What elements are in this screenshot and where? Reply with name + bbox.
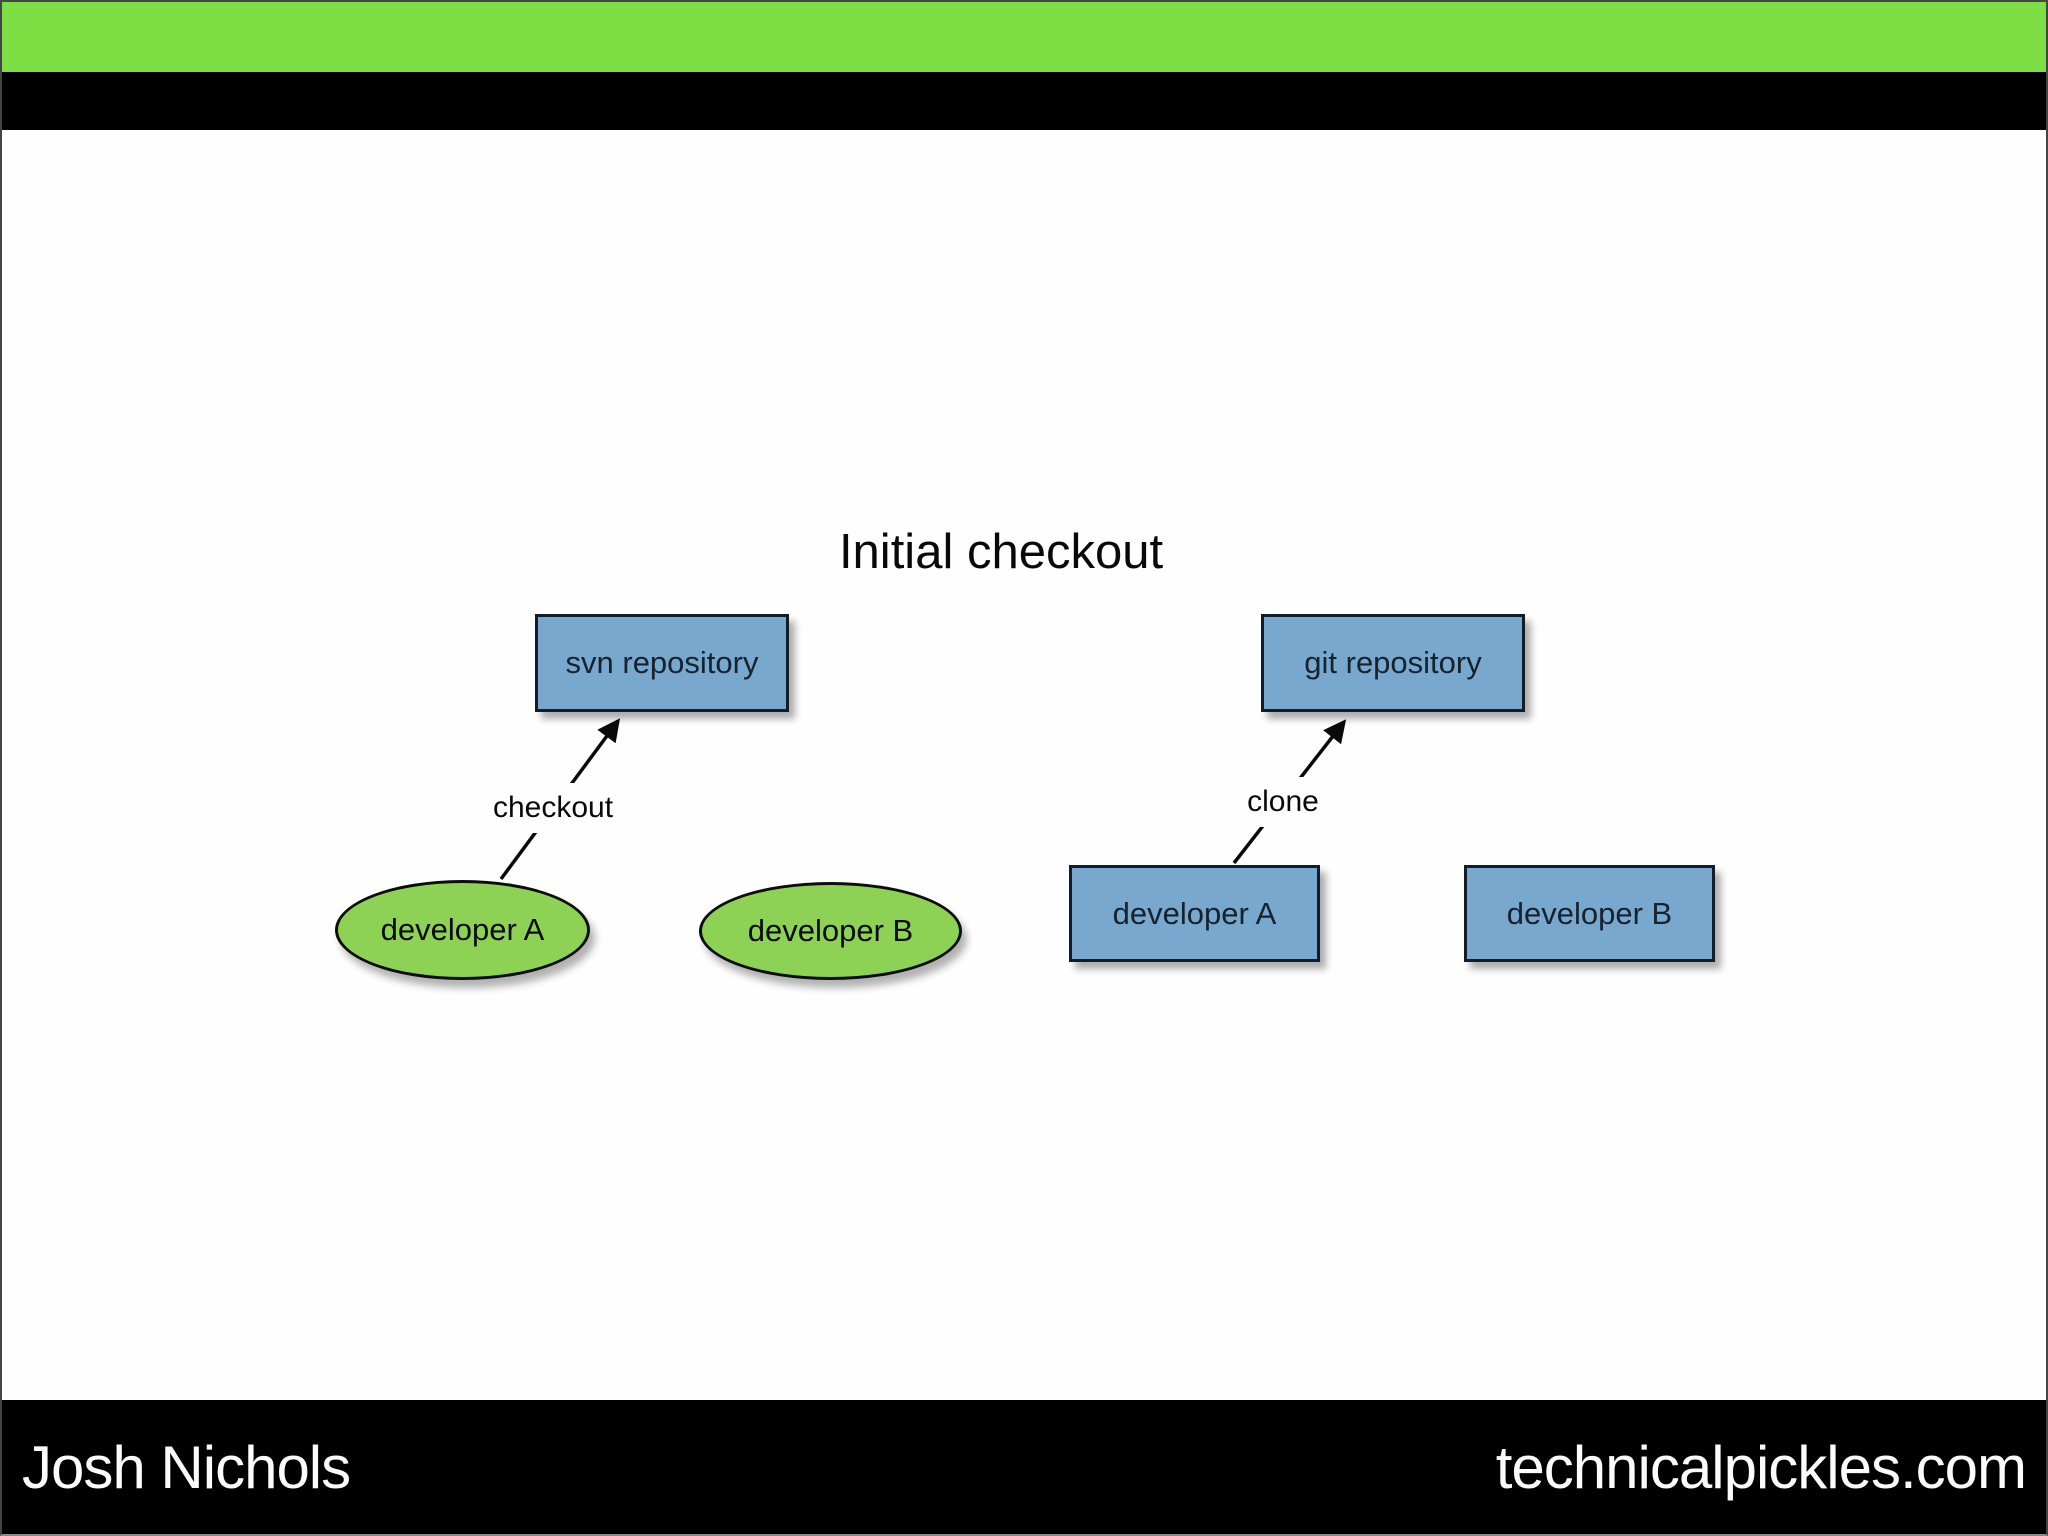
header-black-bar	[2, 72, 2046, 130]
header-green-bar	[2, 2, 2046, 72]
git-developer-b-box: developer B	[1464, 865, 1715, 962]
checkout-edge-label: checkout	[482, 783, 624, 833]
footer-author: Josh Nichols	[22, 1433, 351, 1501]
footer-bar: Josh Nichols technicalpickles.com	[2, 1400, 2046, 1534]
svn-developer-a-ellipse: developer A	[335, 880, 590, 980]
git-repository-node: git repository	[1261, 614, 1525, 712]
clone-edge-label: clone	[1237, 777, 1329, 827]
svn-developer-b-ellipse: developer B	[699, 882, 962, 980]
footer-site: technicalpickles.com	[1495, 1433, 2027, 1501]
git-developer-a-box: developer A	[1069, 865, 1320, 962]
svn-repository-node: svn repository	[535, 614, 789, 712]
slide-title: Initial checkout	[838, 525, 1164, 579]
